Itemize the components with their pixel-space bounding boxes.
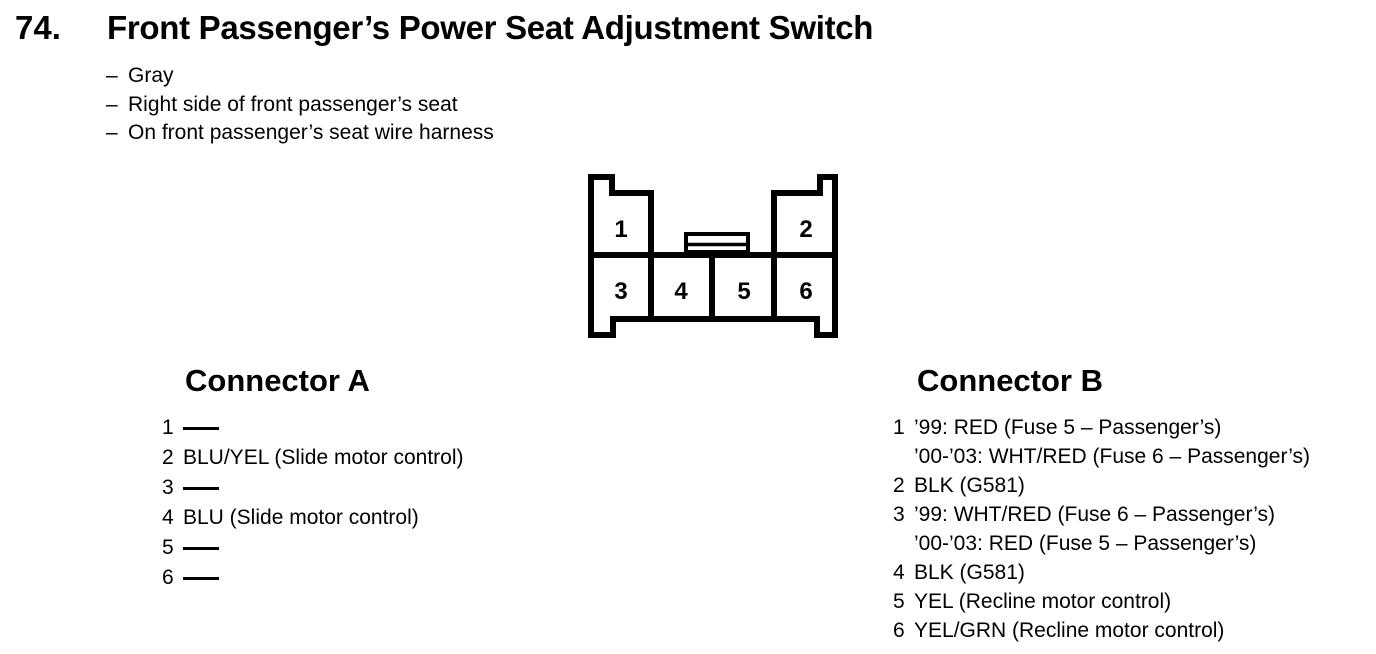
pin-number-1: 1: [614, 216, 627, 243]
pin-wire-label: BLU (Slide motor control): [183, 506, 419, 529]
pin-wire-lines: BLK (G581): [914, 471, 1025, 500]
pin-row: 1: [162, 413, 464, 443]
detail-text: On front passenger’s seat wire harness: [128, 121, 494, 144]
page-title: Front Passenger’s Power Seat Adjustment …: [107, 9, 874, 46]
pin-id: 5: [893, 590, 905, 613]
dash-bullet: –: [106, 92, 118, 116]
detail-list: –Gray–Right side of front passenger’s se…: [106, 62, 494, 148]
pin-id: 5: [162, 536, 174, 559]
empty-pin-dash: [183, 577, 219, 580]
pin-id: 1: [893, 416, 905, 439]
pin-id: 4: [162, 506, 174, 529]
pin-row: 2 BLU/YEL (Slide motor control): [162, 443, 464, 473]
pin-row: 1 ’99: RED (Fuse 5 – Passenger’s) ’00-’03:…: [893, 413, 1310, 471]
pin-row: 5 YEL (Recline motor control): [893, 587, 1310, 616]
pin-row: 6: [162, 563, 464, 593]
detail-item: –Gray: [106, 62, 494, 91]
pin-number-6: 6: [799, 278, 812, 305]
pin-number-5: 5: [737, 278, 750, 305]
pin-wire-label: ’99: RED (Fuse 5 – Passenger’s): [914, 416, 1222, 439]
connector-b-pin-list: 1 ’99: RED (Fuse 5 – Passenger’s) ’00-’03:…: [893, 413, 1310, 645]
pin-wire-label: ’00-’03: WHT/RED (Fuse 6 – Passenger’s): [914, 445, 1311, 468]
pin-row: 6 YEL/GRN (Recline motor control): [893, 616, 1310, 645]
detail-item: –Right side of front passenger’s seat: [106, 91, 494, 120]
pin-row: 3: [162, 473, 464, 503]
pin-row: 4 BLU (Slide motor control): [162, 503, 464, 533]
pin-wire-label: YEL/GRN (Recline motor control): [914, 619, 1225, 642]
detail-item: –On front passenger’s seat wire harness: [106, 119, 494, 148]
empty-pin-dash: [183, 427, 219, 430]
pin-id: 2: [893, 474, 905, 497]
pin-wire-lines: BLK (G581): [914, 558, 1025, 587]
pin-id: 2: [162, 446, 174, 469]
pin-wire-lines: YEL/GRN (Recline motor control): [914, 616, 1224, 645]
pin-id: 3: [893, 503, 905, 526]
pin-wire-label: BLK (G581): [914, 474, 1025, 497]
pin-id: 6: [893, 619, 905, 642]
pin-wire-lines: ’99: RED (Fuse 5 – Passenger’s) ’00-’03: …: [914, 413, 1310, 471]
dash-bullet: –: [106, 121, 118, 144]
pin-wire-lines: YEL (Recline motor control): [914, 587, 1171, 616]
pin-row: 4 BLK (G581): [893, 558, 1310, 587]
pin-number-4: 4: [674, 278, 688, 305]
pin-numbers: 1 2 3 4 5 6: [614, 216, 812, 305]
detail-text: Right side of front passenger’s seat: [128, 92, 458, 116]
connector-a-pin-list: 1 2 BLU/YEL (Slide motor control) 3 4 BLU (Sl…: [162, 413, 464, 593]
pin-id: 1: [162, 416, 174, 439]
connector-a-heading: Connector A: [185, 363, 370, 398]
pin-wire-label: ’00-’03: RED (Fuse 5 – Passenger’s): [914, 532, 1257, 555]
dash-bullet: –: [106, 64, 118, 87]
empty-pin-dash: [183, 547, 219, 550]
empty-pin-dash: [183, 487, 219, 490]
pin-row: 2 BLK (G581): [893, 471, 1310, 500]
pin-wire-label: BLU/YEL (Slide motor control): [183, 446, 464, 469]
pin-wire-label: ’99: WHT/RED (Fuse 6 – Passenger’s): [914, 503, 1276, 526]
connector-b-heading: Connector B: [917, 363, 1103, 398]
pin-number-2: 2: [799, 216, 812, 243]
connector-diagram: 1 2 3 4 5 6: [588, 174, 838, 338]
pin-id: 6: [162, 566, 174, 589]
pin-id: 4: [893, 561, 905, 584]
pin-row: 3 ’99: WHT/RED (Fuse 6 – Passenger’s) ’00-…: [893, 500, 1310, 558]
pin-number-3: 3: [614, 278, 627, 305]
pin-wire-lines: ’99: WHT/RED (Fuse 6 – Passenger’s) ’00-’…: [914, 500, 1275, 558]
item-number: 74.: [15, 9, 61, 46]
detail-text: Gray: [128, 64, 174, 87]
pin-row: 5: [162, 533, 464, 563]
pin-wire-label: YEL (Recline motor control): [914, 590, 1172, 613]
pin-wire-label: BLK (G581): [914, 561, 1025, 584]
pin-id: 3: [162, 476, 174, 499]
